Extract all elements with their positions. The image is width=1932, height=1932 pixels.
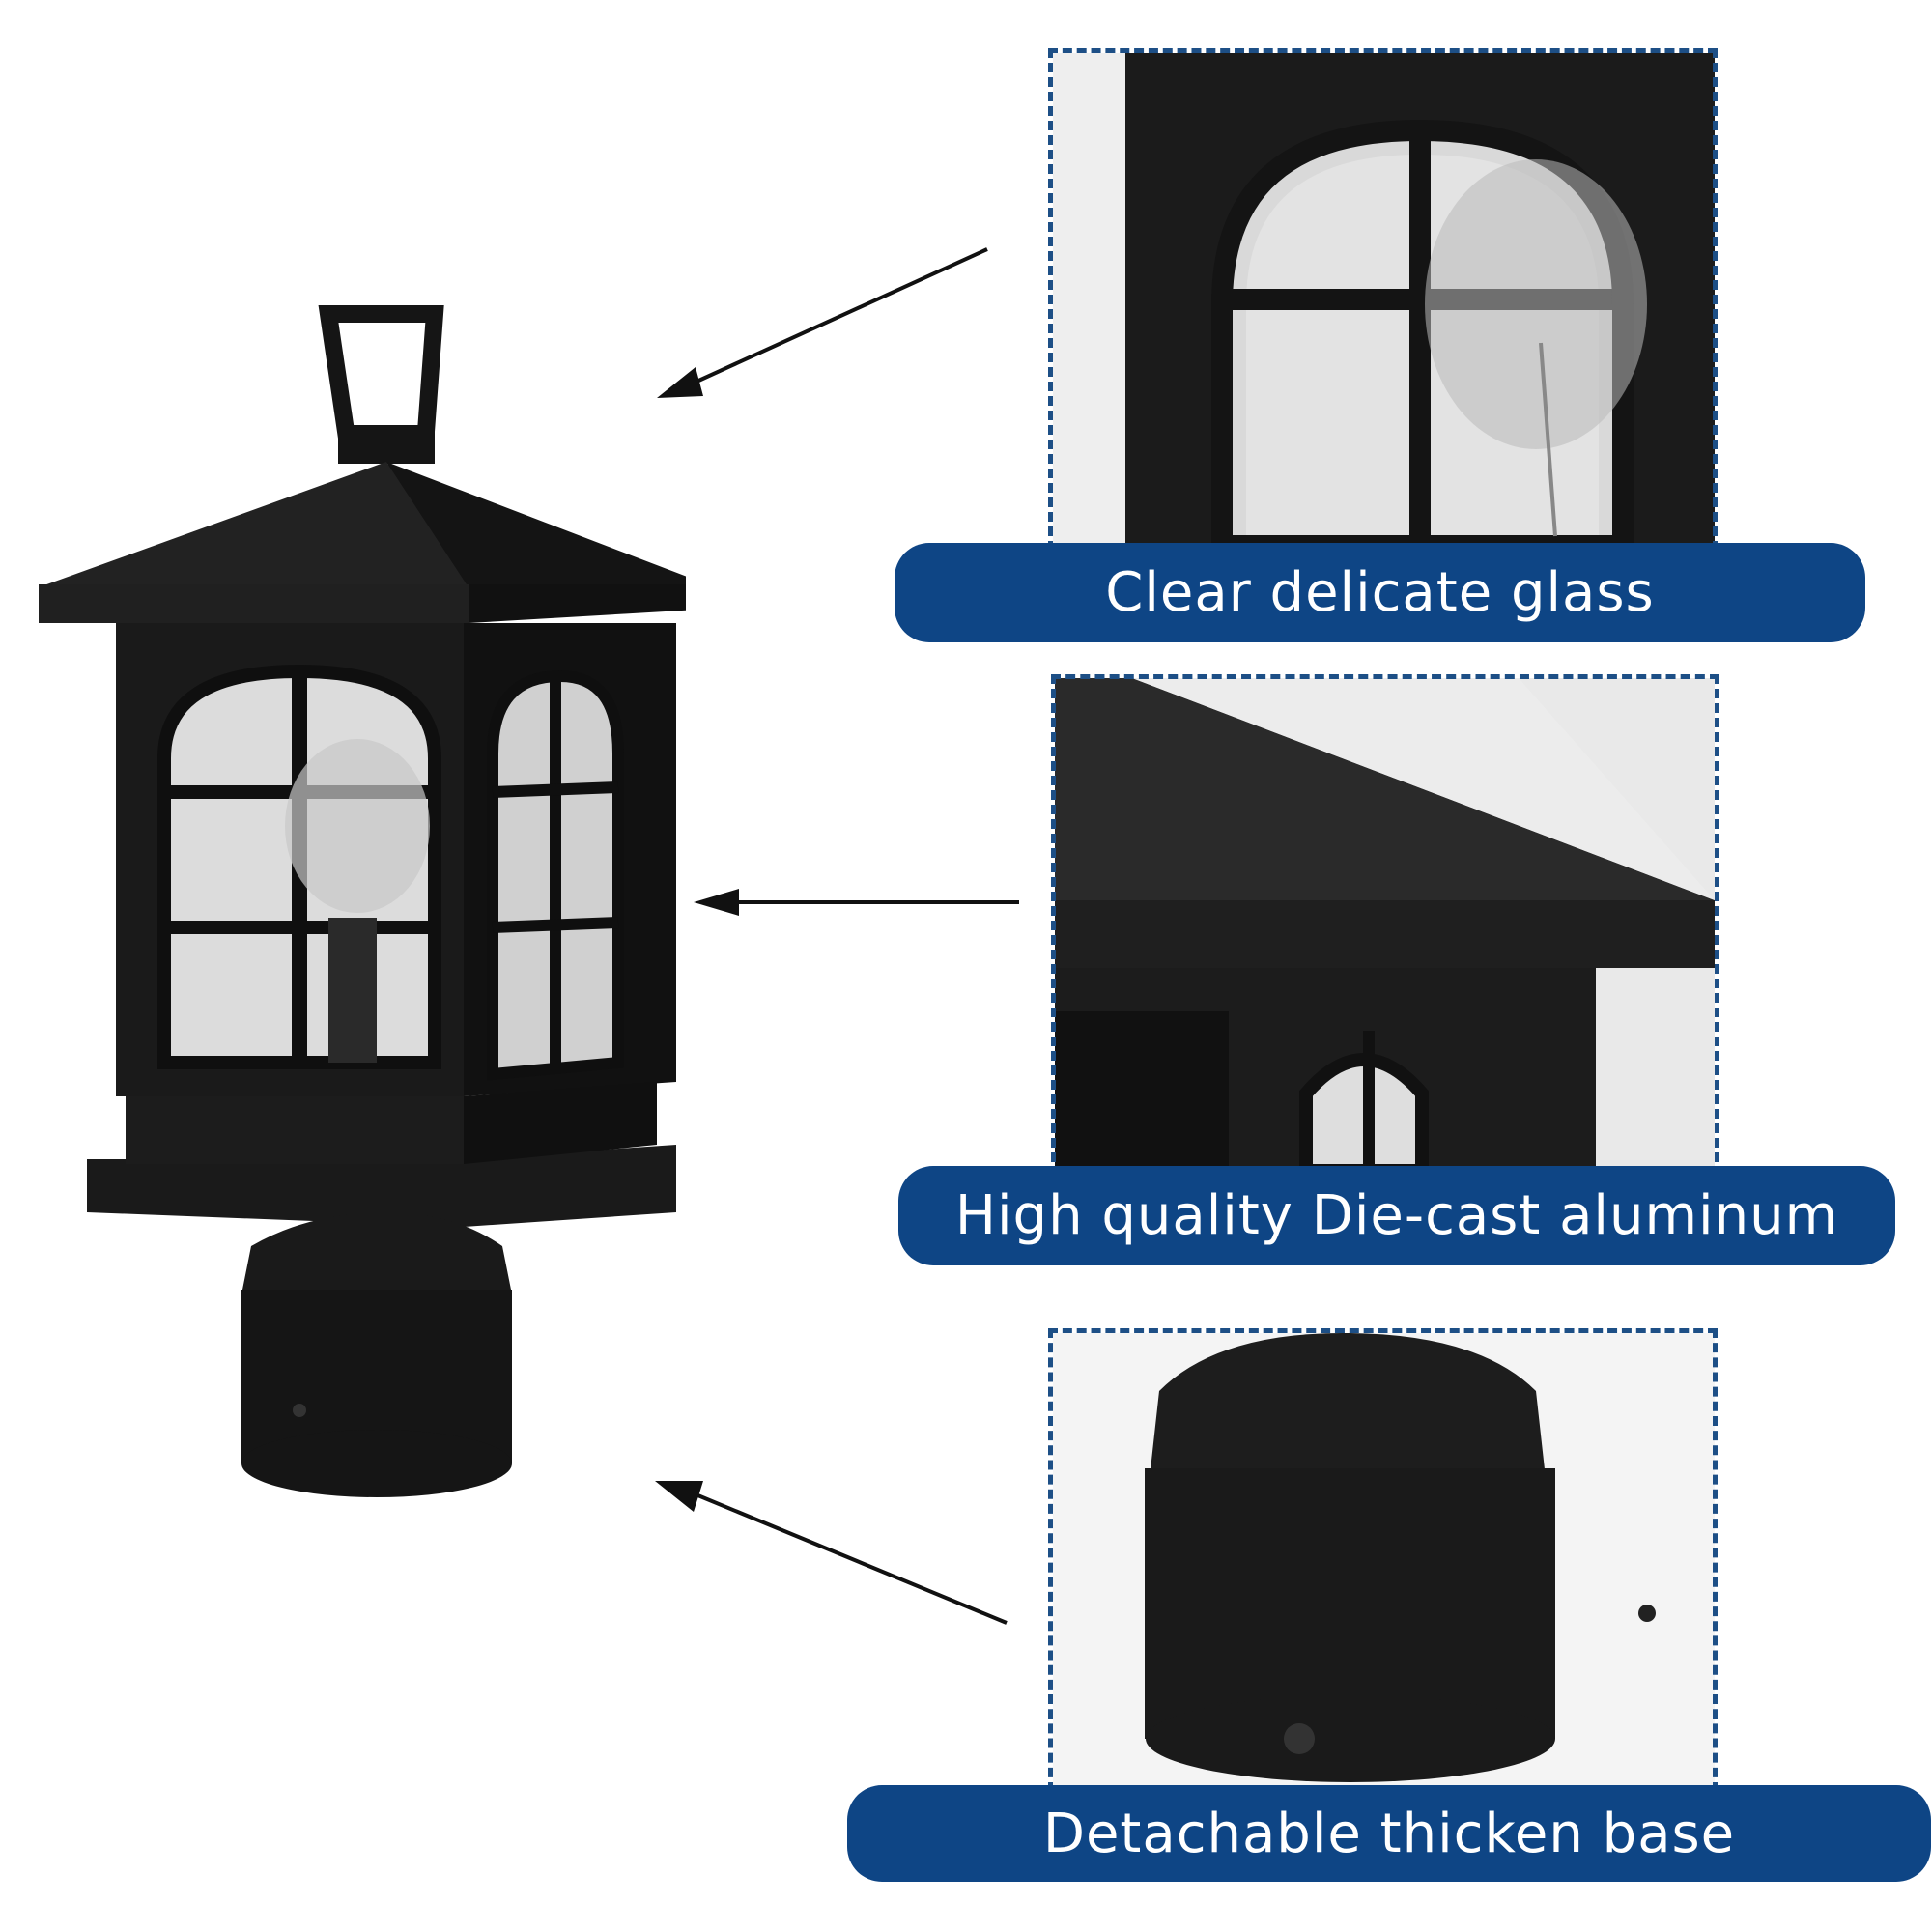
aluminum-closeup-photo — [1055, 678, 1715, 1171]
aluminum-feature-label: High quality Die-cast aluminum — [898, 1166, 1895, 1265]
arrow-to-base — [647, 1473, 1014, 1628]
glass-closeup-photo — [1053, 53, 1715, 546]
base-closeup-photo — [1053, 1333, 1715, 1787]
arrow-to-body — [686, 879, 1024, 927]
glass-panel-frame — [1048, 48, 1718, 551]
lamp-product-image — [19, 290, 686, 1565]
base-panel-frame — [1048, 1328, 1718, 1792]
arrow-to-glass — [647, 242, 995, 406]
glass-feature-label: Clear delicate glass — [895, 543, 1865, 642]
aluminum-panel-frame — [1051, 674, 1719, 1177]
base-feature-label: Detachable thicken base — [847, 1785, 1931, 1882]
